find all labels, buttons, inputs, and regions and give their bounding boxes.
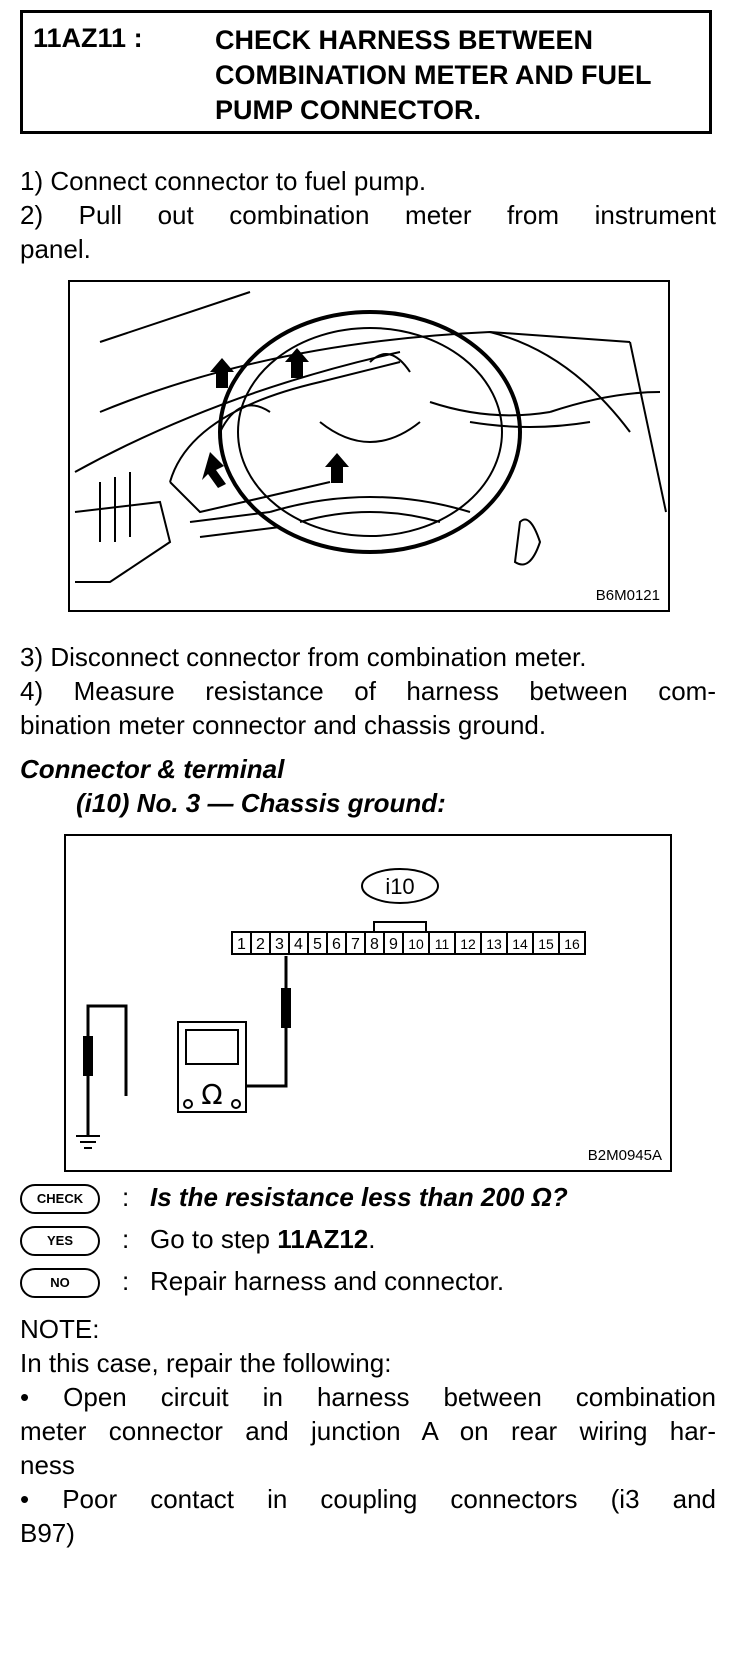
probe-ground [83,1036,93,1076]
terminal-number: 5 [313,936,322,953]
no-response: Repair harness and connector. [150,1266,505,1296]
terminal-number: 2 [256,936,265,953]
ground-symbol [76,1135,100,1149]
connector-label-oval [361,868,439,904]
yes-colon: : [122,1224,130,1254]
no-colon: : [122,1266,130,1296]
step-title-line-3: PUMP CONNECTOR. [215,95,482,125]
yes-response: Go to step 11AZ12. [150,1224,376,1255]
yes-step: 11AZ12 [277,1224,369,1254]
check-badge: CHECK [20,1184,100,1214]
ohmmeter-display [185,1029,239,1065]
note-bullet-1-line-2: meter connector and junction A on rear w… [20,1416,716,1446]
connector-terminal-spec: (i10) No. 3 — Chassis ground: [76,788,446,818]
figure-code: B6M0121 [595,587,660,604]
check-colon: : [122,1182,130,1212]
terminal-number: 1 [237,936,246,953]
probe-wire-ground [86,1004,128,1136]
yes-text: Go to step [150,1224,278,1254]
step-4-text-line-1: 4) Measure resistance of harness between… [20,676,716,706]
note-bullet-2-line-1: • Poor contact in coupling connectors (i… [20,1484,716,1514]
note-intro: In this case, repair the following: [20,1348,392,1378]
terminal-number: 3 [275,936,284,953]
step-title-line-2: COMBINATION METER AND FUEL [215,60,652,90]
terminal-number: 15 [538,936,554,952]
step-header: 11AZ11 : CHECK HARNESS BETWEEN COMBINATI… [20,10,712,134]
step-code: 11AZ11 : [33,23,143,53]
figure-code-2: B2M0945A [587,1147,662,1164]
ohmmeter-terminal-right [231,1099,241,1109]
terminal-number: 10 [408,936,424,952]
step-1-text: 1) Connect connector to fuel pump. [20,166,427,196]
dashboard-figure: B6M0121 [68,280,670,612]
terminal-number: 11 [435,936,450,952]
terminal-number: 7 [351,936,360,953]
connector-heading: Connector & terminal [20,754,285,784]
probe-positive [281,988,291,1028]
ohmmeter-terminal-left [183,1099,193,1109]
ohmmeter [177,1021,247,1113]
step-4-text-line-2: bination meter connector and chassis gro… [20,710,547,740]
step-2-text-line-2: panel. [20,234,91,264]
terminal-number: 8 [370,936,379,953]
step-title: CHECK HARNESS BETWEEN COMBINATION METER … [215,23,705,128]
terminal-number: 6 [332,936,341,953]
terminal-number: 13 [486,936,502,952]
check-question: Is the resistance less than 200 Ω? [150,1182,568,1212]
ohm-symbol: Ω [201,1078,222,1111]
yes-end: . [368,1224,376,1254]
no-badge: NO [20,1268,100,1298]
connector-label: i10 [385,874,414,899]
note-bullet-1-line-3: ness [20,1450,75,1480]
connector-latch [373,921,427,933]
note-bullet-1-line-1: • Open circuit in harness between combin… [20,1382,716,1412]
terminal-number: 14 [512,936,528,952]
terminal-number: 4 [294,936,303,953]
step-title-line-1: CHECK HARNESS BETWEEN [215,25,594,55]
yes-badge: YES [20,1226,100,1256]
terminal-number: 16 [564,936,580,952]
step-3-text: 3) Disconnect connector from combination… [20,642,587,672]
terminal-number: 12 [460,936,476,952]
note-bullet-2-line-2: B97) [20,1518,75,1548]
dashboard-illustration [74,291,667,583]
terminal-number: 9 [389,936,398,953]
note-label: NOTE: [20,1314,100,1344]
terminal-cell [558,931,586,955]
step-2-text-line-1: 2) Pull out combination meter from instr… [20,200,716,230]
